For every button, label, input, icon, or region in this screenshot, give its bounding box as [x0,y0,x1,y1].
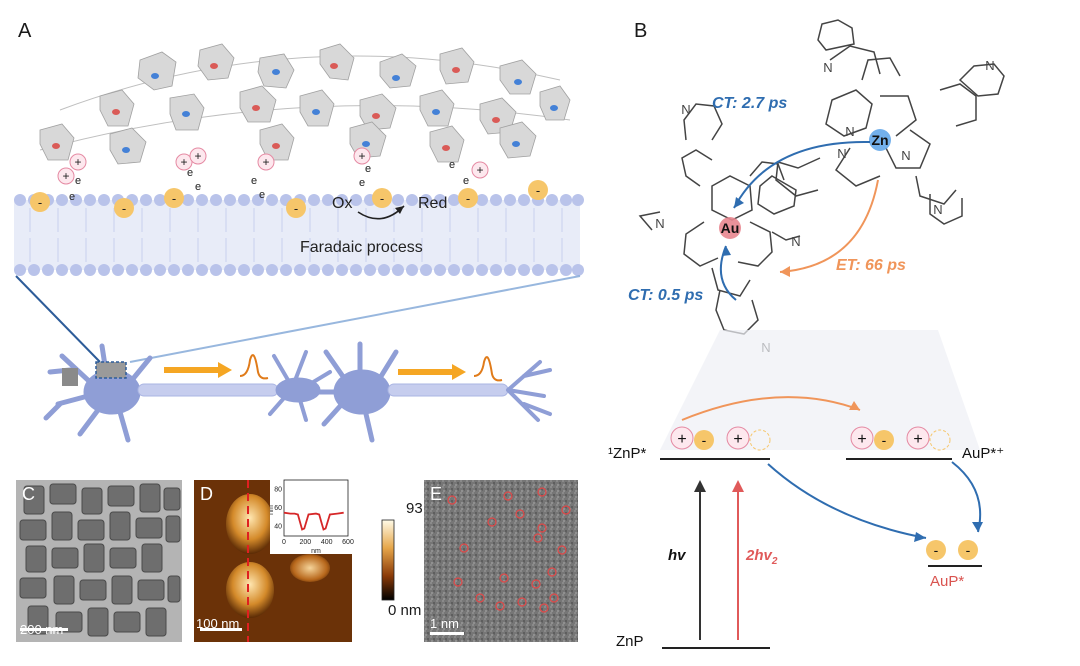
electron-1: e [75,175,81,187]
panel-b-illustration: N N N N N N N N N N Zn Au CT: 2.7 ps ET:… [608,19,1005,650]
au-center [719,217,741,239]
cation-sign-1: + [62,169,69,183]
n-atom-4: N [681,102,690,117]
ct-label-long: CT: 2.7 ps [712,95,787,112]
aup-minus-1: - [934,542,939,558]
zn-center [869,129,891,151]
aup-radical-label: AuP*⁺ [962,445,1004,462]
ct-arrow-long [733,140,871,209]
n-atom-9: N [901,148,910,163]
profile-xtick: 600 [342,539,354,546]
au-plus-1: + [857,431,866,448]
panel-b-letter: B [634,20,648,42]
red-label: Red [418,195,447,212]
znp-ground-label: ZnP [616,633,644,650]
profile-xtick: 0 [282,539,286,546]
electron-7: e [365,163,371,175]
cation-sign-2: + [74,155,81,169]
electrode-block [62,368,78,386]
cation-sign-4: + [194,149,201,163]
au-minus-1: - [882,432,887,448]
panel-d-letter: D [200,484,213,504]
panel-c-letter: C [22,484,35,504]
neuron-pair [43,341,552,443]
profile-ytick: 40 [274,524,282,531]
height-profile-chart: 0 200 400 600 40 60 80 nm nm [270,476,354,554]
aup-excited-label: AuP* [930,573,964,590]
cation-sign-3: + [180,155,187,169]
electron-9: e [449,159,455,171]
profile-ylabel: nm [270,505,275,515]
faradaic-process-label: Faradaic process [300,239,423,256]
zn-plus-2: + [733,431,742,448]
panel-e-stem-image: E 1 nm [424,480,578,642]
electron-2: e [69,191,75,203]
anion-sign-4: - [294,201,298,216]
anion-sign-1: - [38,195,42,210]
zoom-line-left [15,275,101,363]
colorbar-min-label: 0 nm [388,602,422,619]
n-atom-3: N [933,202,942,217]
anion-sign-2: - [122,201,126,216]
ox-label: Ox [332,195,352,212]
cation-sign-5: + [262,155,269,169]
au-label: Au [721,220,740,236]
cation-sign-7: + [476,163,483,177]
znp-porphyrin [775,45,977,205]
profile-ytick: 60 [274,505,282,512]
two-hv-label: 2hv2 [745,547,778,567]
zoom-box [95,361,127,379]
hv-label: hv [668,547,687,564]
electron-4: e [195,181,201,193]
panel-e-scale: 1 nm [430,616,459,631]
znp-excited-label: ¹ZnP* [608,445,647,462]
profile-line [283,511,344,531]
zn-label: Zn [871,132,888,148]
panel-c-scale: 200 nm [20,622,64,637]
electron-6: e [259,189,265,201]
n-atom-2: N [985,58,994,73]
spike-1 [239,354,269,380]
ct-label-short: CT: 0.5 ps [628,287,703,304]
zoom-line-right [129,275,581,363]
cation-sign-6: + [358,149,365,163]
electron-10: e [463,175,469,187]
et-label: ET: 66 ps [836,257,906,274]
height-colorbar [381,519,395,601]
au-plus-2: + [913,431,922,448]
projection-fan [660,330,980,450]
et-arrow [779,179,879,273]
spike-2 [473,356,503,382]
panel-c-tem-image: C 200 nm [16,480,182,642]
anion-sign-6: - [466,191,470,206]
electron-3: e [187,167,193,179]
anion-sign-7: - [536,183,540,198]
panel-d-scale: 100 nm [196,616,240,631]
panel-a-letter: A [18,20,32,42]
panel-e-letter: E [430,484,443,504]
cell-network [39,43,571,165]
aup-minus-2: - [966,542,971,558]
anion-sign-5: - [380,191,384,206]
zn-plus-1: + [677,431,686,448]
profile-xtick: 400 [321,539,333,546]
profile-xlabel: nm [311,548,321,554]
n-atom-6: N [791,234,800,249]
n-atom-5: N [655,216,664,231]
energy-diagram [660,396,983,649]
n-atom-1: N [823,60,832,75]
n-atom-10: N [837,146,846,161]
panel-a-illustration: - - - - - - - + + + + + + + e e e e e e … [14,43,584,443]
profile-ytick: 80 [274,486,282,493]
anion-markers [30,180,548,218]
electron-5: e [251,175,257,187]
profile-xtick: 200 [299,539,311,546]
cation-markers [57,147,489,185]
zn-minus-1: - [702,432,707,448]
electron-8: e [359,177,365,189]
anion-sign-3: - [172,191,176,206]
n-atom-8: N [845,124,854,139]
